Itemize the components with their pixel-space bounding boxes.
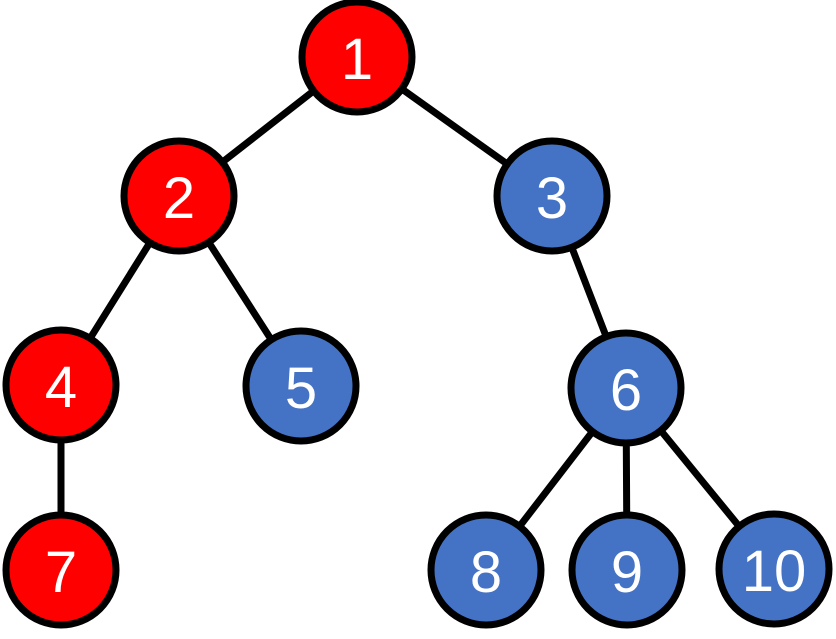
tree-node-6: 6 — [567, 329, 685, 447]
node-circle-5 — [242, 327, 360, 445]
node-circle-7 — [2, 511, 120, 629]
node-circle-8 — [427, 511, 545, 629]
node-label-7: 7 — [45, 540, 77, 605]
node-circle-3 — [493, 137, 611, 255]
tree-node-2: 2 — [120, 137, 238, 255]
node-circle-4 — [2, 326, 120, 444]
node-label-2: 2 — [163, 166, 195, 231]
tree-node-10: 10 — [715, 510, 833, 628]
node-label-4: 4 — [45, 355, 77, 420]
node-label-9: 9 — [611, 540, 643, 605]
tree-node-5: 5 — [242, 327, 360, 445]
tree-node-4: 4 — [2, 326, 120, 444]
tree-node-8: 8 — [427, 511, 545, 629]
node-circle-9 — [568, 511, 686, 629]
node-label-5: 5 — [285, 356, 317, 421]
node-label-10: 10 — [742, 539, 807, 604]
node-label-3: 3 — [536, 166, 568, 231]
node-label-6: 6 — [610, 358, 642, 423]
node-circle-1 — [298, 0, 416, 116]
node-circle-6 — [567, 329, 685, 447]
tree-node-1: 1 — [298, 0, 416, 116]
tree-node-7: 7 — [2, 511, 120, 629]
tree-node-9: 9 — [568, 511, 686, 629]
node-circle-2 — [120, 137, 238, 255]
node-label-8: 8 — [470, 540, 502, 605]
node-label-1: 1 — [341, 27, 373, 92]
node-circle-10 — [715, 510, 833, 628]
tree-node-3: 3 — [493, 137, 611, 255]
